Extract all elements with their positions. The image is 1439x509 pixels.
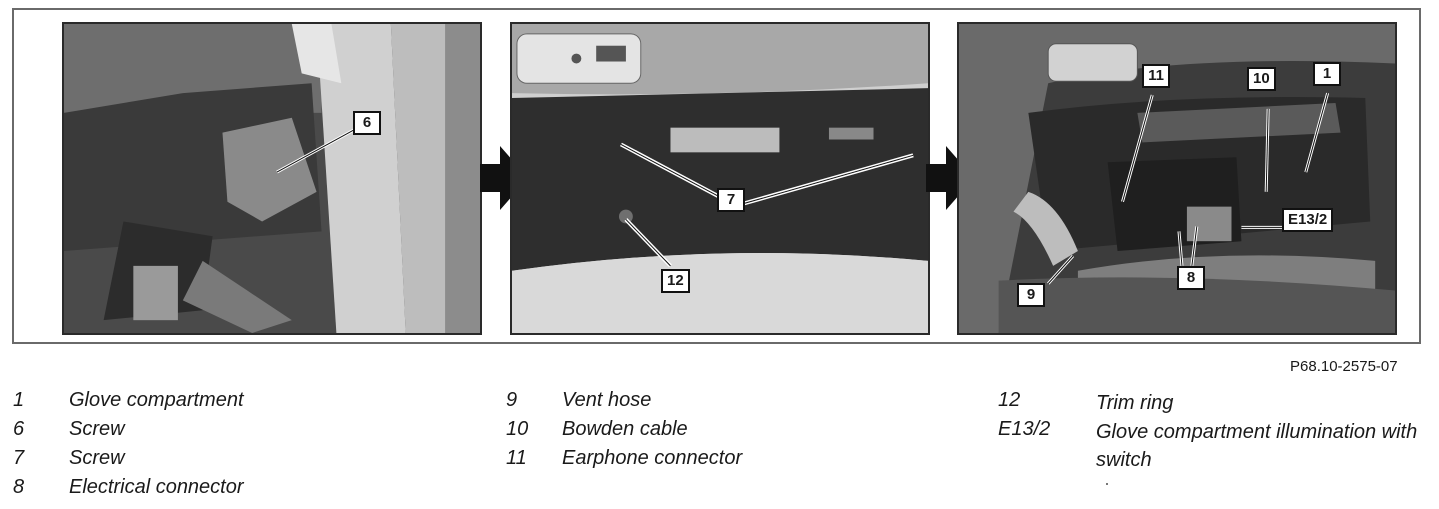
legend-item: 6 Screw bbox=[13, 418, 244, 447]
callout-e13-2: E13/2 bbox=[1282, 208, 1334, 232]
legend-number: 1 bbox=[13, 389, 25, 411]
legend-number: 9 bbox=[506, 389, 518, 411]
scan-speck bbox=[1106, 483, 1108, 485]
callout-7: 7 bbox=[717, 188, 745, 212]
legend-item: 12 Trim ring bbox=[998, 389, 1426, 418]
legend-description: Bowden cable bbox=[562, 418, 688, 440]
figure-id: P68.10-2575-07 bbox=[1290, 358, 1398, 375]
legend-item: 1 Glove compartment bbox=[13, 389, 244, 418]
legend-item: 10 Bowden cable bbox=[506, 418, 742, 447]
legend-item: 11 Earphone connector bbox=[506, 447, 742, 476]
callout-10: 10 bbox=[1247, 67, 1276, 91]
legend-column-2: 9 Vent hose 10 Bowden cable 11 Earphone … bbox=[506, 389, 742, 476]
legend-number: 8 bbox=[13, 476, 25, 498]
legend-number: E13/2 bbox=[998, 418, 1051, 440]
legend-number: 11 bbox=[506, 447, 527, 469]
callout-11: 11 bbox=[1142, 64, 1170, 88]
legend-column-1: 1 Glove compartment 6 Screw 7 Screw 8 El… bbox=[13, 389, 244, 505]
legend-description: Earphone connector bbox=[562, 447, 743, 469]
legend-number: 7 bbox=[13, 447, 25, 469]
legend-item: 8 Electrical connector bbox=[13, 476, 244, 505]
callout-12: 12 bbox=[661, 269, 690, 293]
legend-description: Glove compartment bbox=[69, 389, 244, 411]
legend-column-3: 12 Trim ring E13/2 Glove compartment ill… bbox=[998, 389, 1426, 471]
photo-strip-frame: 6 7 12 bbox=[12, 8, 1421, 344]
arrow-right-icon bbox=[926, 146, 974, 210]
legend-description: Vent hose bbox=[562, 389, 652, 411]
legend-description: Screw bbox=[69, 418, 125, 440]
legend-number: 6 bbox=[13, 418, 25, 440]
legend-item: E13/2 Glove compartment illumination wit… bbox=[998, 418, 1426, 471]
legend-description: Screw bbox=[69, 447, 125, 469]
arrow-right-icon bbox=[480, 146, 528, 210]
callout-6: 6 bbox=[353, 111, 381, 135]
photo-glove-box-removal-step-1 bbox=[62, 22, 482, 335]
legend-description: Glove compartment illumination with swit… bbox=[1096, 421, 1418, 471]
callout-1: 1 bbox=[1313, 62, 1341, 86]
legend-item: 7 Screw bbox=[13, 447, 244, 476]
legend-description: Electrical connector bbox=[69, 476, 244, 498]
legend-item: 9 Vent hose bbox=[506, 389, 742, 418]
legend-number: 10 bbox=[506, 418, 529, 440]
callout-9: 9 bbox=[1017, 283, 1045, 307]
callout-8: 8 bbox=[1177, 266, 1205, 290]
photo-glove-box-removal-step-2 bbox=[510, 22, 930, 335]
legend-description: Trim ring bbox=[1096, 392, 1174, 414]
legend-number: 12 bbox=[998, 389, 1021, 411]
